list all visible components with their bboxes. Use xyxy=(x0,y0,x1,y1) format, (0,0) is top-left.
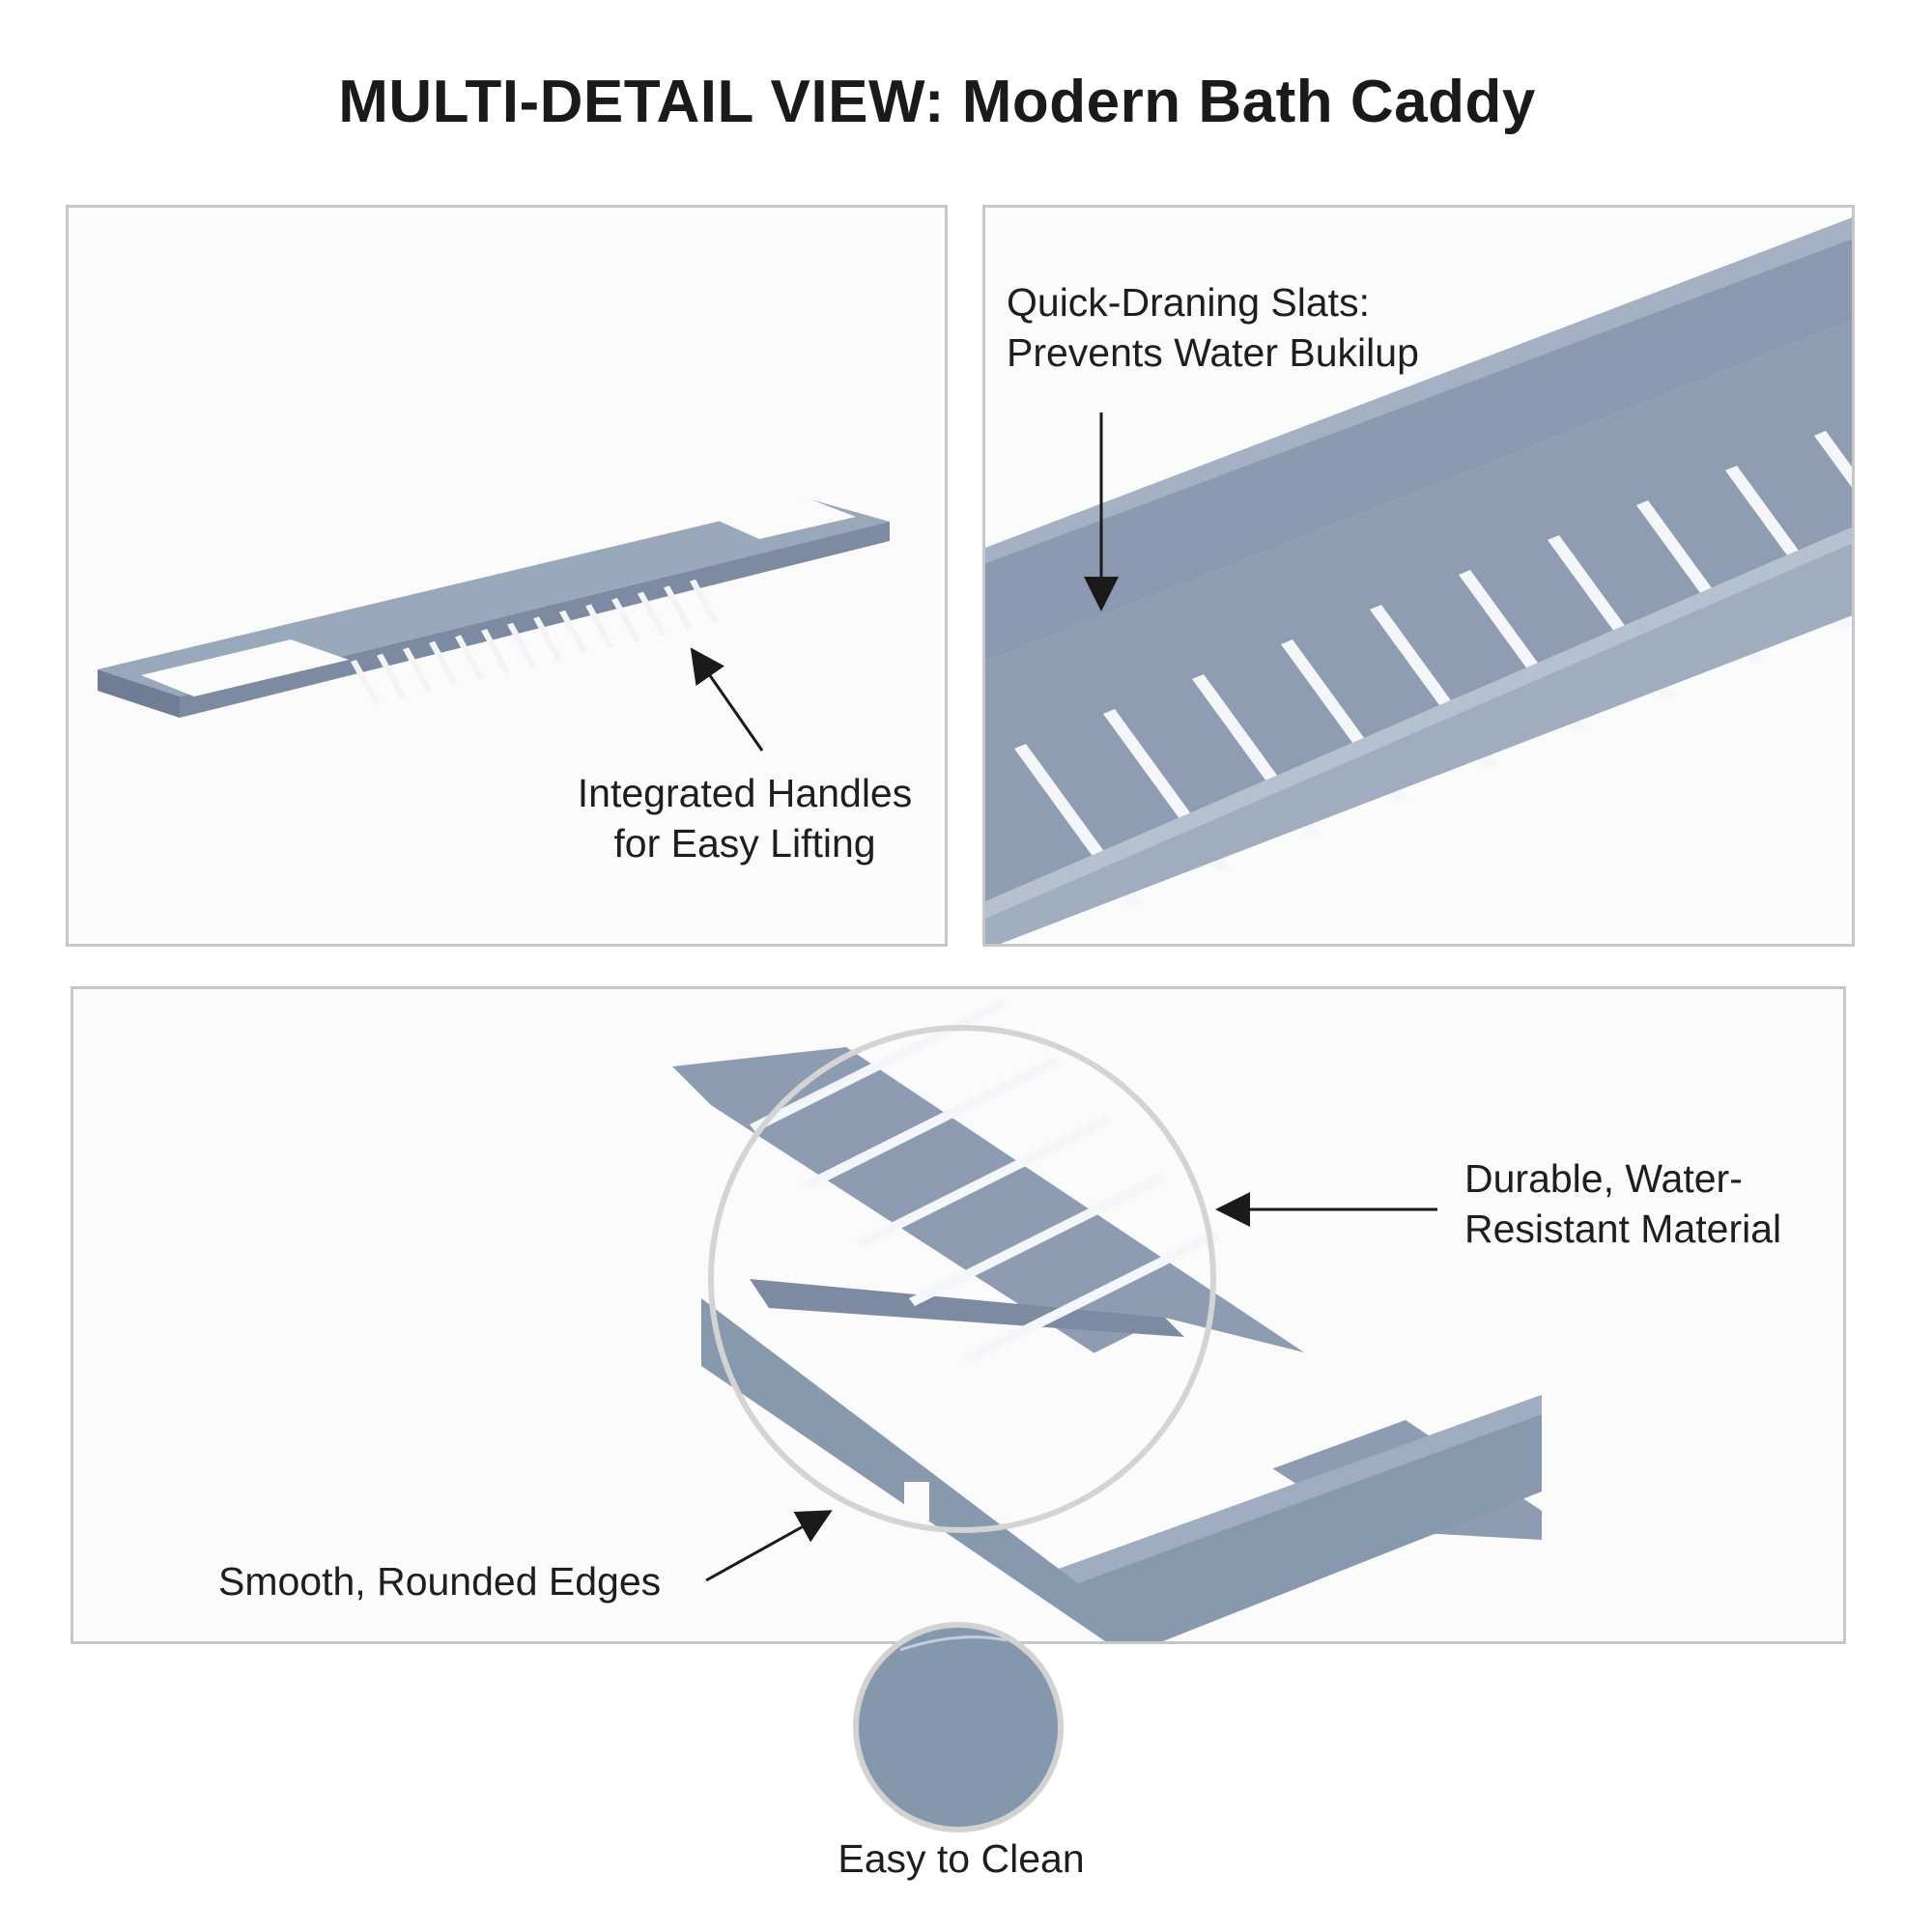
slat-gap xyxy=(559,610,588,655)
edge-detail-illustration xyxy=(672,999,1542,1641)
slat-gap xyxy=(611,598,640,642)
slats-panel: Quick-Draning Slats: Prevents Water Buki… xyxy=(982,205,1855,947)
slat-gap xyxy=(962,1231,1219,1364)
slat-gap xyxy=(909,1173,1166,1306)
slat-gap xyxy=(481,629,510,673)
edges-callout: Smooth, Rounded Edges xyxy=(218,1559,662,1604)
edge-slats xyxy=(750,999,1219,1364)
slat-gap xyxy=(750,999,1007,1132)
slat-gap xyxy=(803,1057,1060,1190)
edge-detail-panel: Durable, Water- Resistant Material Smoot… xyxy=(71,986,1846,1644)
slat-gap xyxy=(403,647,432,693)
slats-callout: Quick-Draning Slats: Prevents Water Buki… xyxy=(1007,280,1419,375)
slat-gap xyxy=(507,622,536,668)
slats-closeup-illustration xyxy=(985,217,1852,944)
edge-arrows xyxy=(705,1192,1437,1582)
overview-arrow xyxy=(690,647,764,752)
overview-panel: Integrated Handles for Easy Lifting xyxy=(66,205,948,947)
slat-gap xyxy=(585,604,614,649)
overview-slats xyxy=(351,579,719,704)
slat-gap xyxy=(533,616,562,662)
slat-gap xyxy=(377,653,406,698)
slat-gap xyxy=(690,579,719,624)
slat-gap xyxy=(351,660,380,704)
slat-gap xyxy=(1814,431,1852,488)
slat-gap xyxy=(455,635,484,680)
handles-callout: Integrated Handles for Easy Lifting xyxy=(577,771,913,866)
slat-gap xyxy=(856,1115,1113,1248)
swatch-label: Easy to Clean xyxy=(838,1836,1085,1881)
slat-gap xyxy=(664,585,693,631)
caddy-overview-illustration xyxy=(98,499,890,718)
material-callout: Durable, Water- Resistant Material xyxy=(1464,1156,1782,1251)
slat-gap xyxy=(429,640,458,686)
slats-arrow xyxy=(1084,412,1119,611)
material-swatch xyxy=(853,1622,1064,1833)
slat-gap xyxy=(638,591,667,637)
page-title: MULTI-DETAIL VIEW: Modern Bath Caddy xyxy=(338,69,1536,135)
